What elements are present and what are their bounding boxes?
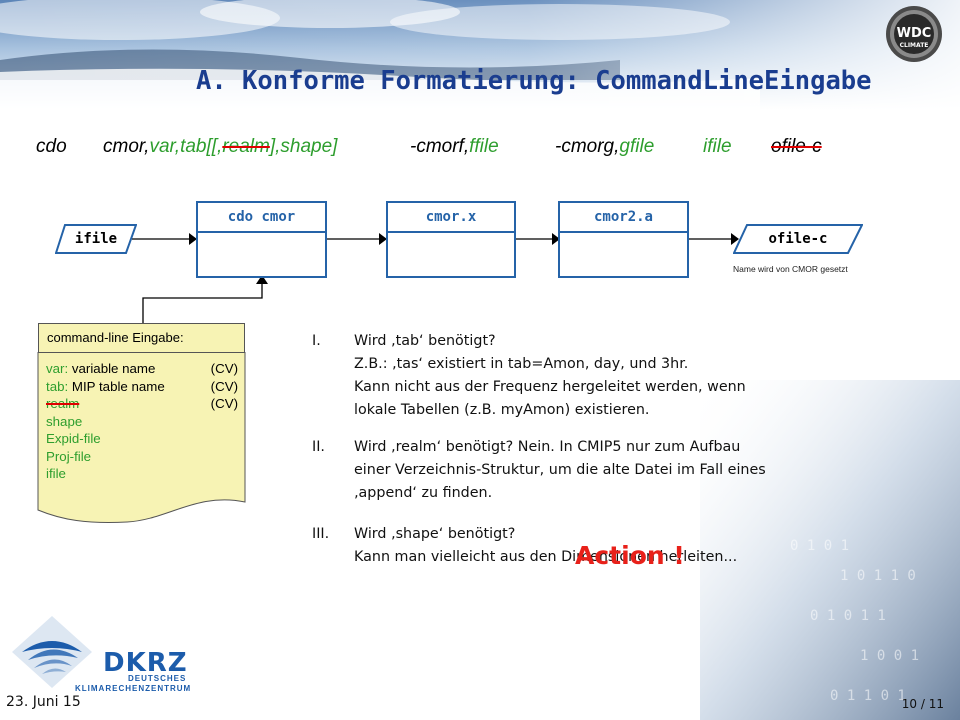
doc-var-desc: variable name bbox=[71, 361, 156, 376]
process-label: cdo cmor bbox=[227, 209, 296, 225]
ofile-shape bbox=[733, 224, 863, 254]
ofile-note: Name wird von CMOR gesetzt bbox=[733, 264, 848, 274]
doc-row-var: var: variable name (CV) bbox=[46, 360, 238, 378]
box-divider bbox=[388, 231, 514, 233]
doc-var-cv: (CV) bbox=[210, 361, 238, 376]
ifile-label: ifile bbox=[74, 231, 118, 247]
process-box-cmor-x: cmor.x bbox=[386, 201, 516, 278]
cmd-cmorg: -cmorg, bbox=[555, 136, 620, 157]
doc-row-tab: tab: MIP table name (CV) bbox=[46, 378, 238, 396]
svg-text:1 0 0 1: 1 0 0 1 bbox=[860, 648, 919, 664]
cmd-realm: realm bbox=[222, 136, 270, 157]
binary-background: 0 1 0 1 1 0 1 1 0 0 1 0 1 1 1 0 0 1 0 1 … bbox=[700, 380, 960, 720]
process-box-cmor2-a: cmor2.a bbox=[558, 201, 689, 278]
box-divider bbox=[198, 231, 325, 233]
wdc-climate-logo: WDC CLIMATE bbox=[884, 4, 944, 64]
doc-row-ifile: ifile bbox=[46, 466, 66, 481]
list-item-line: Wird ‚shape‘ benötigt? bbox=[354, 526, 516, 542]
list-item-line: Kann nicht aus der Frequenz hergeleitet … bbox=[354, 379, 746, 395]
cmd-cdo: cdo bbox=[36, 136, 67, 157]
svg-text:1 0 1 1 0: 1 0 1 1 0 bbox=[840, 568, 916, 584]
list-item: II. Wird ‚realm‘ benötigt? Nein. In CMIP… bbox=[312, 436, 852, 505]
doc-tab-key: tab: bbox=[46, 378, 69, 394]
process-label: cmor.x bbox=[425, 209, 477, 225]
list-item-number: I. bbox=[312, 333, 321, 349]
list-item-line: Kann man vielleicht aus den Dimensionen … bbox=[354, 549, 738, 565]
page-title: A. Konforme Formatierung: CommandLineEin… bbox=[196, 66, 872, 96]
doc-realm: realm bbox=[46, 396, 80, 411]
doc-tab-desc: MIP table name bbox=[71, 378, 165, 394]
doc-row-proj: Proj-file bbox=[46, 448, 92, 464]
action-label: Action ! bbox=[575, 541, 685, 570]
page-number: 10 / 11 bbox=[901, 697, 944, 711]
doc-shape bbox=[37, 352, 246, 523]
ifile-shape bbox=[55, 224, 137, 254]
doc-tab-cv: (CV) bbox=[210, 378, 238, 394]
doc-row-realm: realm (CV) bbox=[46, 395, 238, 413]
cmd-gfile: gfile bbox=[619, 136, 655, 157]
svg-text:0 1 0 1 1: 0 1 0 1 1 bbox=[810, 608, 886, 624]
cmd-shape: ],shape] bbox=[269, 136, 338, 157]
process-label: cmor2.a bbox=[593, 209, 653, 225]
list-item-line: Z.B.: ‚tas‘ existiert in tab=Amon, day, … bbox=[354, 356, 689, 372]
cmd-cmor: cmor, bbox=[103, 136, 150, 157]
dkrz-logo-subtext: KLIMARECHENZENTRUM bbox=[75, 684, 192, 693]
list-item-number: II. bbox=[312, 439, 325, 455]
doc-row-shape: shape bbox=[46, 413, 83, 429]
cmd-ifile: ifile bbox=[703, 136, 732, 157]
cmd-cmorg-arg: -cmorg,gfile bbox=[555, 136, 654, 158]
wdc-logo-subtext: CLIMATE bbox=[900, 42, 929, 49]
doc-header: command-line Eingabe: bbox=[38, 323, 245, 353]
box-divider bbox=[560, 231, 687, 233]
list-item-line: Wird ‚tab‘ benötigt? bbox=[354, 333, 496, 349]
doc-list: var: variable name (CV) tab: MIP table na… bbox=[46, 360, 238, 483]
cmd-ofile: ofile-c bbox=[771, 136, 822, 157]
list-item-line: Wird ‚realm‘ benötigt? Nein. In CMIP5 nu… bbox=[354, 439, 741, 455]
wdc-logo-text: WDC bbox=[897, 26, 932, 41]
list-item-number: III. bbox=[312, 526, 330, 542]
list-item: III. Wird ‚shape‘ benötigt? Kann man vie… bbox=[312, 523, 852, 569]
list-item-line: lokale Tabellen (z.B. myAmon) existieren… bbox=[354, 402, 650, 418]
svg-text:0 1 1 0 1: 0 1 1 0 1 bbox=[830, 688, 906, 704]
doc-row-expid: Expid-file bbox=[46, 431, 101, 446]
question-list: I. Wird ‚tab‘ benötigt? Z.B.: ‚tas‘ exis… bbox=[312, 330, 852, 583]
dkrz-logo-subtext: DEUTSCHES bbox=[128, 674, 187, 683]
list-item-line: einer Verzeichnis-Struktur, um die alte … bbox=[354, 462, 766, 478]
footer-date: 23. Juni 15 bbox=[6, 694, 81, 710]
header-background bbox=[0, 0, 960, 110]
cmd-cmorf: -cmorf, bbox=[410, 136, 470, 157]
cmd-cmorf-arg: -cmorf,ffile bbox=[410, 136, 499, 158]
svg-text:0 1 0 1: 0 1 0 1 bbox=[790, 538, 849, 554]
doc-realm-cv: (CV) bbox=[210, 396, 238, 411]
cmd-cmor-args: cmor,var,tab[[,realm],shape] bbox=[103, 136, 337, 158]
ofile-label: ofile-c bbox=[768, 231, 828, 247]
list-item-line: ‚append‘ zu finden. bbox=[354, 485, 493, 501]
doc-var-key: var: bbox=[46, 361, 69, 376]
process-box-cdo-cmor: cdo cmor bbox=[196, 201, 327, 278]
cmd-ffile: ffile bbox=[469, 136, 499, 157]
list-item: I. Wird ‚tab‘ benötigt? Z.B.: ‚tas‘ exis… bbox=[312, 330, 852, 422]
dkrz-logo bbox=[12, 616, 92, 688]
cmd-var-tab: var,tab[[, bbox=[149, 136, 223, 157]
dkrz-logo-text: DKRZ bbox=[103, 648, 188, 678]
